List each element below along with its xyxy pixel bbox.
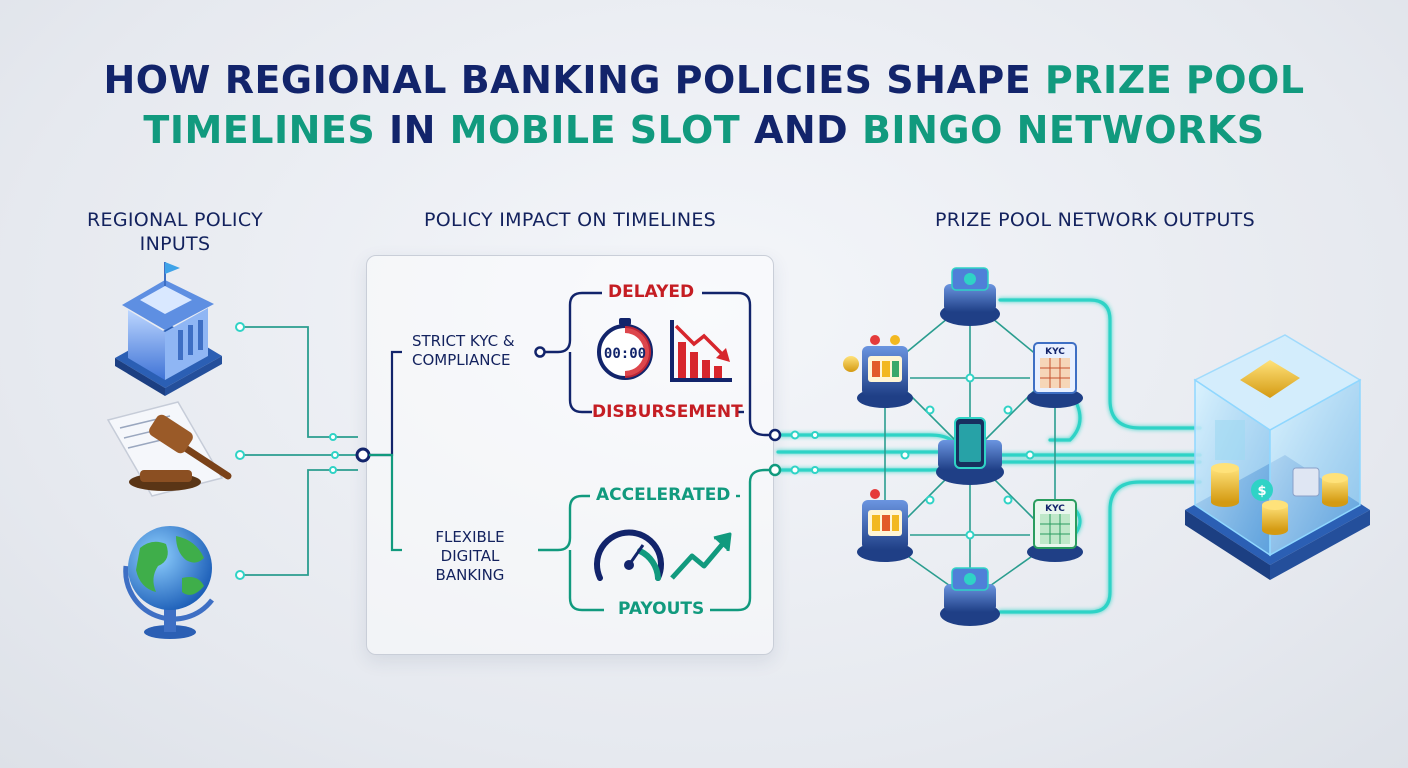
strict-node	[534, 346, 546, 358]
output-node	[768, 463, 782, 477]
coin-stack-icon	[1211, 463, 1348, 535]
flexible-banking-label: FLEXIBLE DIGITAL BANKING	[420, 528, 520, 585]
declining-chart-icon	[670, 320, 732, 382]
flexible-line: BANKING	[435, 566, 505, 584]
delayed-bracket	[544, 291, 772, 437]
gavel-document-icon	[106, 401, 232, 497]
server-node-bottom	[940, 567, 1000, 626]
slot-machine-icon	[843, 335, 913, 408]
title-part: IN	[388, 108, 436, 152]
slot-machine-icon	[857, 489, 913, 562]
accelerated-label: ACCELERATED	[596, 485, 731, 505]
title-part: TIMELINES	[143, 108, 376, 152]
flexible-line: DIGITAL	[440, 547, 500, 565]
column-header-inputs: REGIONAL POLICY INPUTS	[60, 208, 290, 256]
junction-node	[355, 447, 371, 463]
output-node	[768, 428, 782, 442]
column-header-line: REGIONAL POLICY	[87, 209, 263, 231]
connector-dots	[235, 322, 339, 580]
title-line-2: TIMELINES IN MOBILE SLOT AND BINGO NETWO…	[143, 108, 1264, 152]
kyc-badge: KYC	[1045, 347, 1065, 357]
accelerated-bracket	[538, 468, 772, 612]
bank-icon	[115, 262, 222, 396]
kyc-badge: KYC	[1045, 504, 1065, 514]
column-header-outputs: PRIZE POOL NETWORK OUTPUTS	[935, 209, 1255, 231]
flexible-line: FLEXIBLE	[435, 528, 505, 546]
title-part: MOBILE SLOT	[449, 108, 741, 152]
column-header-line: INPUTS	[139, 233, 211, 255]
title-line-1: HOW REGIONAL BANKING POLICIES SHAPE PRIZ…	[103, 58, 1304, 102]
rising-arrow-icon	[670, 532, 732, 580]
page-title: HOW REGIONAL BANKING POLICIES SHAPE PRIZ…	[0, 55, 1408, 155]
strict-kyc-line: COMPLIANCE	[412, 351, 511, 369]
smartphone-icon	[936, 417, 1004, 485]
globe-icon	[123, 526, 214, 639]
disbursement-label: DISBURSEMENT	[592, 402, 743, 422]
vault-coin-label: $	[1257, 484, 1266, 499]
column-header-impact: POLICY IMPACT ON TIMELINES	[423, 209, 717, 231]
strict-kyc-line: STRICT KYC &	[412, 332, 515, 350]
title-part: PRIZE POOL	[1044, 58, 1305, 102]
delayed-label: DELAYED	[608, 282, 695, 302]
bingo-card-icon	[1027, 499, 1083, 562]
branch-lines	[369, 350, 402, 552]
stopwatch-icon	[597, 318, 653, 380]
mesh-dots	[790, 373, 1035, 540]
title-part: AND	[753, 108, 849, 152]
timer-readout: 00:00	[604, 346, 646, 362]
payouts-label: PAYOUTS	[618, 599, 705, 619]
title-part: HOW REGIONAL BANKING POLICIES SHAPE	[103, 58, 1032, 102]
input-connectors	[242, 326, 358, 576]
vault-icon	[1185, 334, 1370, 580]
bingo-card-icon	[1027, 342, 1083, 408]
speedometer-icon	[594, 529, 664, 581]
title-part: BINGO NETWORKS	[861, 108, 1265, 152]
strict-kyc-label: STRICT KYC & COMPLIANCE	[412, 332, 515, 370]
server-node-top	[940, 267, 1000, 326]
